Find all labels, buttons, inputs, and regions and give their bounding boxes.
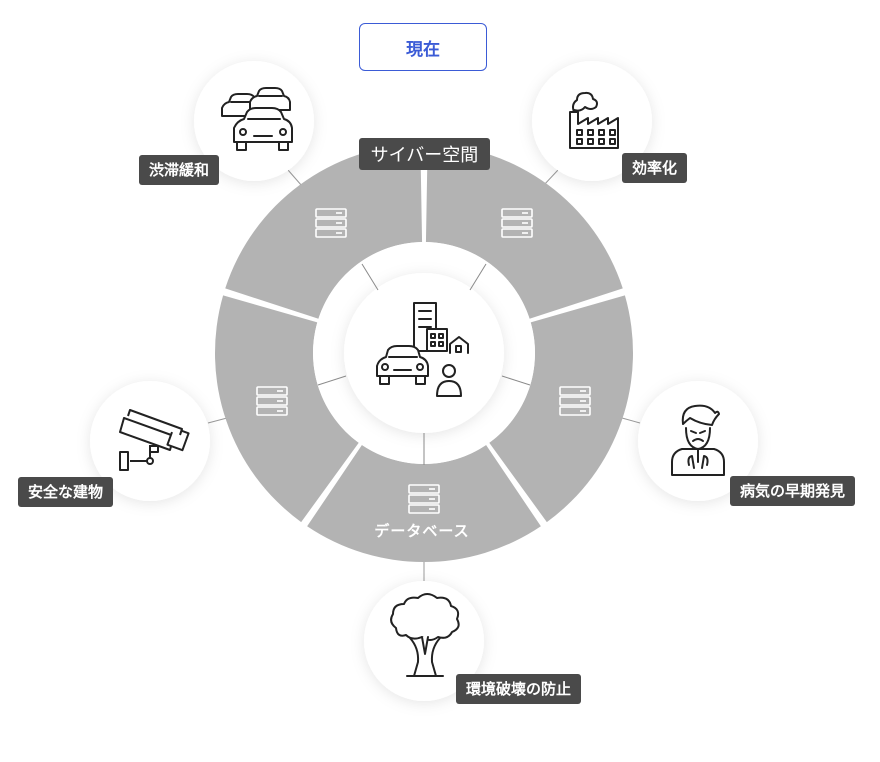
traffic-jam-icon	[221, 87, 293, 151]
database-server-icon	[315, 208, 347, 238]
tree-icon	[390, 593, 460, 677]
inner-spokes	[317, 263, 531, 465]
label-early-detection: 病気の早期発見	[730, 476, 856, 506]
cyber-space-tag: サイバー空間	[359, 138, 490, 170]
label-environment: 環境破壊の防止	[456, 674, 582, 704]
database-server-icon	[256, 386, 288, 416]
ring-segment-top-right	[425, 144, 623, 319]
factory-icon	[569, 91, 619, 149]
database-server-icon	[408, 484, 440, 514]
city-car-person-icon	[376, 302, 469, 397]
ring-segment-right	[489, 295, 633, 523]
title-box: 現在	[359, 23, 487, 71]
label-efficiency: 効率化	[622, 153, 688, 183]
sick-person-icon	[671, 404, 725, 476]
label-traffic: 渋滞緩和	[139, 155, 220, 185]
center-inner-circle	[344, 273, 504, 433]
database-server-icon	[501, 208, 533, 238]
database-server-icon	[559, 386, 591, 416]
title-text: 現在	[406, 39, 440, 60]
label-safe-building: 安全な建物	[18, 477, 114, 507]
security-camera-icon	[119, 409, 190, 471]
cyber-space-label: サイバー空間	[370, 145, 479, 166]
ring-segment-top-left	[225, 144, 423, 319]
database-label: データベース	[374, 522, 470, 540]
